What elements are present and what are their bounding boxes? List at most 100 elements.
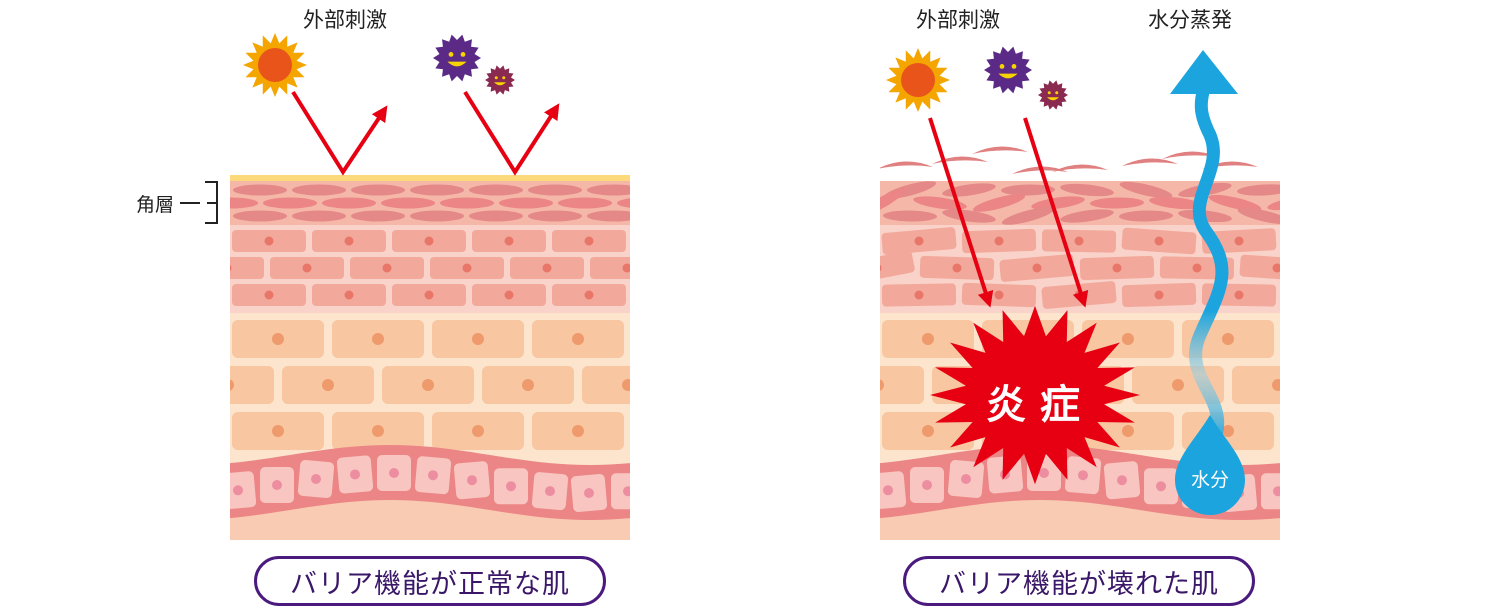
- granular-cell: [1282, 412, 1374, 450]
- cell-nucleus: [1353, 264, 1362, 273]
- cell-nucleus: [623, 486, 630, 497]
- cell-nucleus: [230, 379, 234, 391]
- cell-nucleus: [472, 425, 484, 437]
- corneocyte: [646, 185, 700, 196]
- spinous-cell: [632, 230, 706, 252]
- sun-core: [258, 48, 292, 82]
- cell-nucleus: [835, 291, 844, 300]
- cell-nucleus: [302, 263, 312, 273]
- corneocyte: [292, 210, 346, 222]
- corneocyte: [440, 197, 494, 209]
- cell-nucleus: [961, 474, 971, 485]
- cell-nucleus: [264, 236, 274, 246]
- cell-nucleus: [1273, 486, 1280, 497]
- corneocyte: [381, 197, 435, 209]
- cell-nucleus: [350, 469, 360, 480]
- cell-nucleus: [272, 480, 282, 491]
- sebum-layer: [230, 175, 630, 181]
- corneocyte: [1090, 197, 1144, 209]
- corneocyte: [1119, 210, 1173, 222]
- granular-cell: [782, 412, 874, 450]
- corneocyte: [558, 197, 612, 209]
- cell-nucleus: [1192, 263, 1202, 273]
- corneocyte: [1237, 184, 1280, 196]
- cell-nucleus: [672, 425, 684, 437]
- cell-nucleus: [1234, 236, 1244, 246]
- inflammation-label: 炎 症: [986, 382, 1080, 428]
- cell-nucleus: [504, 290, 514, 300]
- cell-nucleus: [622, 379, 630, 391]
- cell-nucleus: [952, 263, 962, 273]
- corneocyte: [233, 184, 287, 196]
- cell-nucleus: [922, 480, 932, 491]
- virus-icon: [1038, 80, 1068, 110]
- virus-mouth: [998, 73, 1018, 79]
- spinous-cell: [632, 284, 706, 306]
- cell-nucleus: [185, 291, 194, 300]
- cell-nucleus: [1154, 290, 1164, 300]
- corneocyte: [528, 210, 582, 222]
- water-label: 水分: [1190, 469, 1230, 491]
- healthy-skin-panel: [132, 175, 744, 540]
- cell-nucleus: [584, 236, 594, 246]
- cell-nucleus: [1234, 290, 1244, 300]
- cell-nucleus: [922, 333, 934, 345]
- peeling-flake: [972, 146, 1028, 154]
- cell-nucleus: [1039, 468, 1049, 479]
- cell-nucleus: [472, 333, 484, 345]
- corneocyte: [1060, 183, 1114, 197]
- corneocyte: [469, 184, 523, 196]
- virus-eye: [999, 64, 1005, 69]
- basal-cell: [1261, 473, 1280, 510]
- virus-mouth: [1047, 97, 1059, 101]
- granular-cell: [632, 412, 724, 450]
- granular-cell: [582, 366, 630, 404]
- water-evaporation-path: [1189, 85, 1229, 452]
- cell-nucleus: [703, 264, 712, 273]
- cell-nucleus: [1272, 379, 1280, 391]
- water-drop-icon: [1175, 415, 1245, 515]
- virus-eye: [448, 52, 454, 57]
- external-stimulus-label-left: 外部刺激: [303, 8, 387, 32]
- corneocyte: [1060, 209, 1114, 223]
- cell-nucleus: [272, 425, 284, 437]
- cell-nucleus: [584, 487, 594, 498]
- virus-eye: [1047, 91, 1051, 95]
- cell-nucleus: [1122, 333, 1134, 345]
- cell-nucleus: [372, 425, 384, 437]
- spinous-cell: [1319, 255, 1394, 281]
- cell-nucleus: [462, 263, 472, 273]
- cell-nucleus: [504, 236, 514, 246]
- spinous-cell: [801, 225, 877, 257]
- corneocyte: [972, 194, 1026, 212]
- corneocyte: [1237, 207, 1280, 225]
- inflammation-burst-icon: [930, 305, 1140, 485]
- cell-nucleus: [994, 290, 1004, 300]
- granular-cell: [132, 320, 224, 358]
- corneocyte: [1149, 196, 1203, 210]
- cell-nucleus: [172, 333, 184, 345]
- corneocyte: [174, 185, 228, 196]
- sun-core: [901, 63, 935, 97]
- cell-nucleus: [172, 425, 184, 437]
- corneocyte: [676, 198, 730, 209]
- corneocyte: [1295, 206, 1350, 226]
- corneocyte: [410, 184, 464, 196]
- corneocyte: [883, 210, 937, 222]
- corneocyte: [351, 184, 405, 196]
- peeling-flake: [1202, 161, 1258, 169]
- cell-nucleus: [233, 485, 243, 496]
- corneocyte: [528, 184, 582, 196]
- cell-nucleus: [922, 425, 934, 437]
- cell-nucleus: [835, 237, 844, 246]
- cell-nucleus: [506, 481, 516, 492]
- cell-nucleus: [622, 263, 630, 273]
- cell-nucleus: [1122, 425, 1134, 437]
- cell-nucleus: [1222, 333, 1234, 345]
- corneocyte: [410, 210, 464, 222]
- spinous-cell: [670, 257, 744, 279]
- cell-nucleus: [584, 290, 594, 300]
- granular-cell: [782, 320, 874, 358]
- cell-nucleus: [914, 236, 924, 246]
